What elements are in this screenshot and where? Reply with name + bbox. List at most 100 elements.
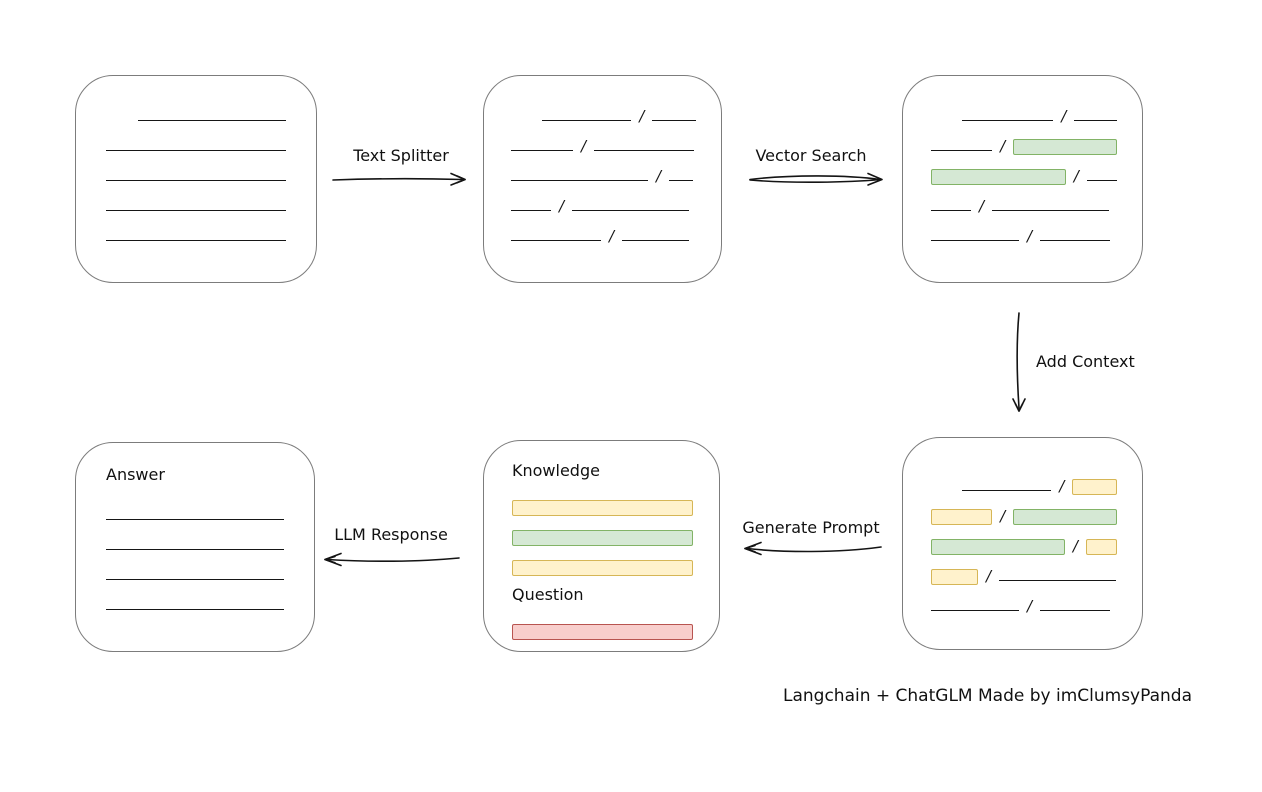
yellow-chunk (931, 569, 978, 585)
text-line (652, 120, 696, 121)
text-line (511, 210, 551, 211)
green-chunk (512, 530, 693, 546)
text-line (1040, 610, 1111, 611)
slash-separator: / (986, 567, 992, 585)
split-chunks-box: ///// (483, 75, 722, 283)
text-row: / (931, 496, 1117, 526)
generate-prompt-arrow-icon (744, 541, 882, 556)
slash-separator: / (1073, 167, 1079, 185)
text-line (511, 180, 648, 181)
yellow-chunk (931, 509, 993, 525)
text-row: / (931, 556, 1117, 586)
document-text-rows (106, 96, 286, 246)
text-line (106, 579, 284, 580)
green-chunk (1013, 509, 1117, 525)
question-label: Question (512, 585, 584, 604)
context-chunks-box: / / / / / (902, 437, 1143, 650)
source-document-box (75, 75, 317, 283)
text-line (106, 150, 286, 151)
text-row (106, 525, 284, 555)
llm-response-label: LLM Response (334, 525, 448, 544)
text-line (594, 150, 695, 151)
slash-separator: / (559, 197, 565, 215)
text-line (106, 549, 284, 550)
knowledge-bars (512, 487, 694, 577)
text-row: / (931, 526, 1117, 556)
slash-separator: / (1027, 227, 1033, 245)
text-row (512, 611, 694, 641)
text-row: / (511, 96, 696, 126)
text-row: / (931, 96, 1117, 126)
slash-separator: / (1061, 107, 1067, 125)
text-row (512, 487, 694, 517)
text-row (512, 547, 694, 577)
text-line (511, 150, 573, 151)
slash-separator: / (979, 197, 985, 215)
answer-text-rows (106, 495, 284, 615)
split-chunks-rows: ///// (511, 96, 696, 246)
text-line (106, 240, 286, 241)
text-splitter-arrow-icon (332, 172, 466, 186)
text-row: / (931, 156, 1117, 186)
question-bar (512, 611, 694, 641)
yellow-chunk (512, 500, 693, 516)
text-row: / (511, 186, 696, 216)
text-line (542, 120, 632, 121)
slash-separator: / (1027, 597, 1033, 615)
text-row: / (931, 466, 1117, 496)
text-line (1074, 120, 1117, 121)
generate-prompt-label: Generate Prompt (742, 518, 880, 537)
text-line (931, 210, 971, 211)
slash-separator: / (1000, 137, 1006, 155)
text-row: / (931, 186, 1117, 216)
green-chunk (931, 169, 1066, 185)
text-row: / (931, 216, 1117, 246)
text-line (572, 210, 690, 211)
text-row (106, 555, 284, 585)
text-line (1040, 240, 1111, 241)
text-row (106, 186, 286, 216)
text-line (999, 580, 1117, 581)
yellow-chunk (1085, 539, 1117, 555)
vector-matches-box: / / / / / (902, 75, 1143, 283)
text-line (962, 120, 1054, 121)
add-context-arrow-icon (1012, 312, 1026, 412)
vector-search-label: Vector Search (755, 146, 867, 165)
answer-box: Answer (75, 442, 315, 652)
text-row (512, 517, 694, 547)
text-row (106, 126, 286, 156)
llm-response-arrow-icon (324, 552, 460, 567)
text-line (931, 240, 1019, 241)
green-chunk (931, 539, 1065, 555)
add-context-label: Add Context (1036, 352, 1135, 371)
context-chunks-rows: / / / / / (931, 466, 1117, 616)
text-row: / (511, 216, 696, 246)
text-line (106, 210, 286, 211)
slash-separator: / (1072, 537, 1078, 555)
slash-separator: / (1059, 477, 1065, 495)
text-line (931, 150, 993, 151)
text-line (138, 120, 286, 121)
text-row (106, 585, 284, 615)
text-line (931, 610, 1019, 611)
red-chunk (512, 624, 693, 640)
text-row: / (931, 126, 1117, 156)
slash-separator: / (639, 107, 645, 125)
text-row (106, 216, 286, 246)
prompt-box: Knowledge Question (483, 440, 720, 652)
text-line (622, 240, 690, 241)
slash-separator: / (656, 167, 662, 185)
text-row (106, 96, 286, 126)
text-line (669, 180, 694, 181)
vector-matches-rows: / / / / / (931, 96, 1117, 246)
text-row: / (511, 126, 696, 156)
vector-search-arrow-icon (749, 172, 883, 186)
credit-text: Langchain + ChatGLM Made by imClumsyPand… (783, 686, 1192, 706)
slash-separator: / (1000, 507, 1006, 525)
text-line (992, 210, 1110, 211)
knowledge-label: Knowledge (512, 461, 600, 480)
answer-label: Answer (106, 465, 165, 484)
yellow-chunk (1072, 479, 1117, 495)
text-line (106, 519, 284, 520)
